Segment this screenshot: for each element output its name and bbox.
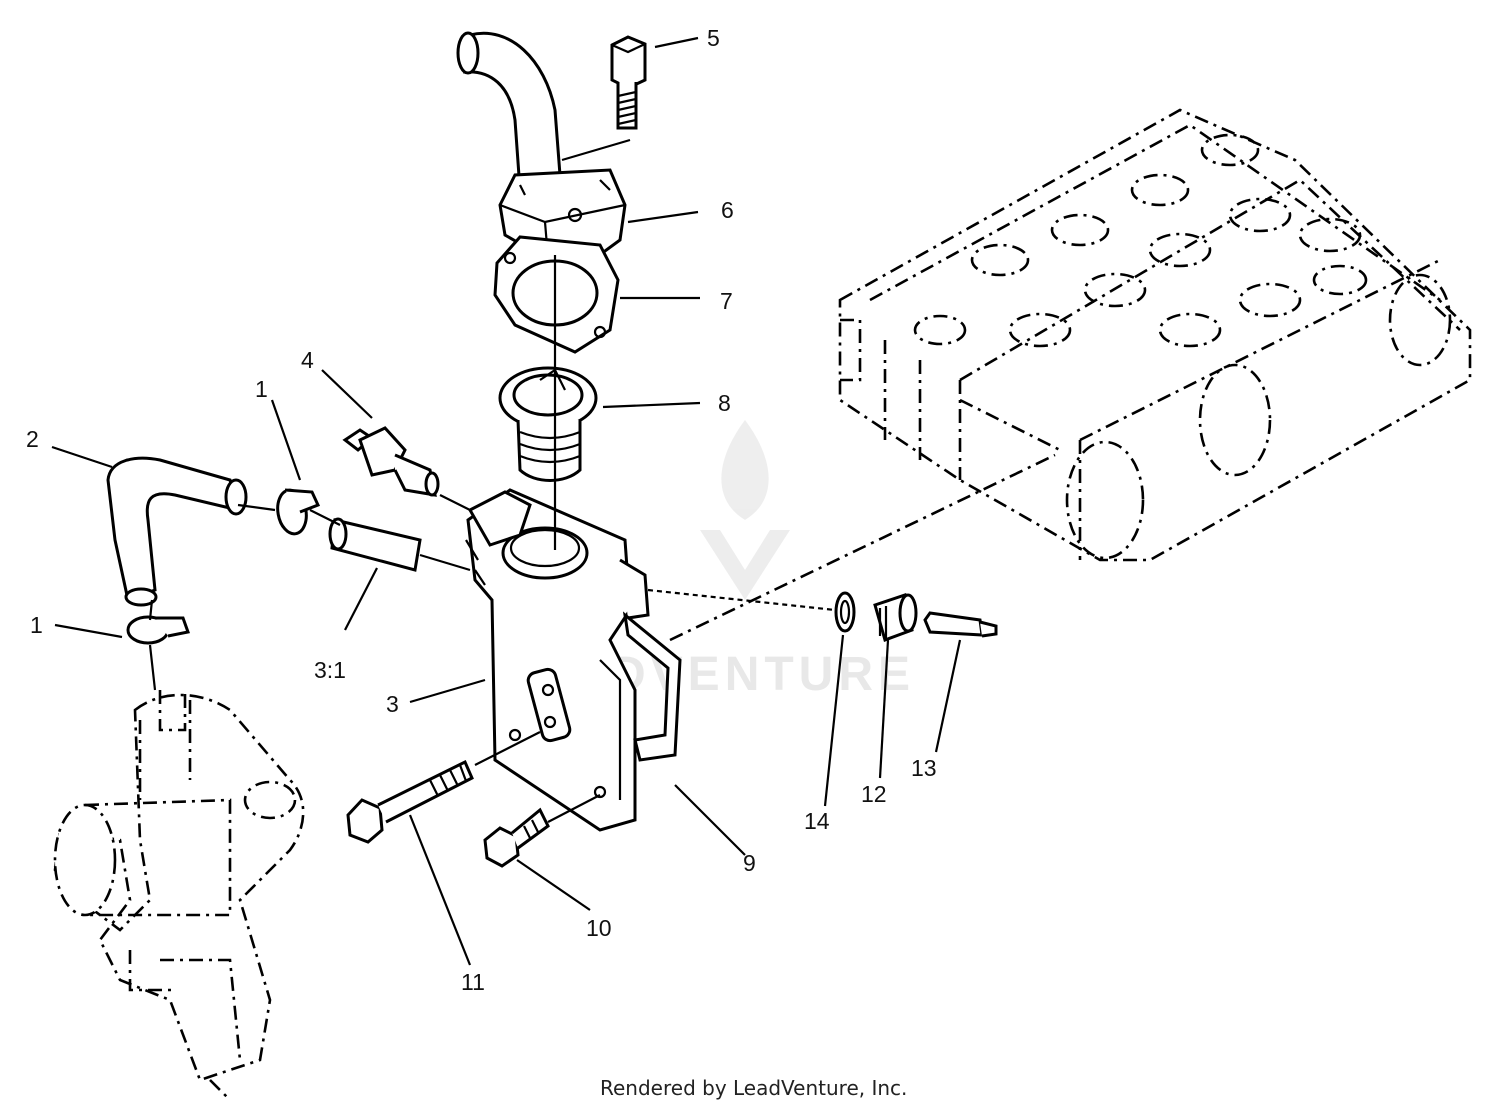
part-washer-14 [834,591,856,633]
part-bolt-5 [610,35,647,130]
part-thermostat-housing-3 [465,488,650,832]
part-pipe-3-1 [328,517,422,572]
part-thermostat-cover-6 [456,31,627,264]
callout-1-lower: 1 [30,612,43,638]
callout-3-1: 3:1 [314,657,346,683]
assembly-lines [148,138,1056,823]
part-bolt-11 [346,759,474,844]
part-plug-12 [873,593,918,642]
part-gasket-9 [622,611,682,762]
part-drain-cock-13 [923,611,998,638]
callout-12: 12 [861,781,887,807]
callout-3: 3 [386,691,399,717]
part-gasket-7 [493,235,620,354]
callout-13: 13 [911,755,937,781]
callout-2: 2 [26,426,39,452]
callout-6: 6 [721,197,734,223]
footer-credit: Rendered by LeadVenture, Inc. [600,1076,907,1100]
callout-14: 14 [804,808,830,834]
callout-5: 5 [707,25,720,51]
part-bypass-hose-2 [106,456,248,607]
part-thermostat-8 [498,366,598,482]
callout-labels: 1 1 2 3 3:1 4 5 6 7 8 9 10 11 12 13 14 [26,25,937,995]
callout-11: 11 [461,969,485,995]
leader-lines [51,36,962,966]
engine-cylinder-head [838,108,1472,562]
callout-7: 7 [720,288,733,314]
part-hose-clamp-1b [126,615,190,645]
callout-9: 9 [743,850,756,876]
water-pump [53,690,305,1101]
callout-10: 10 [586,915,612,941]
callout-4: 4 [301,347,314,373]
part-temperature-sensor-4 [342,426,440,497]
callout-1-upper: 1 [255,376,268,402]
part-bolt-10 [483,807,550,868]
part-hose-clamp-1a [276,488,321,536]
callout-8: 8 [718,390,731,416]
